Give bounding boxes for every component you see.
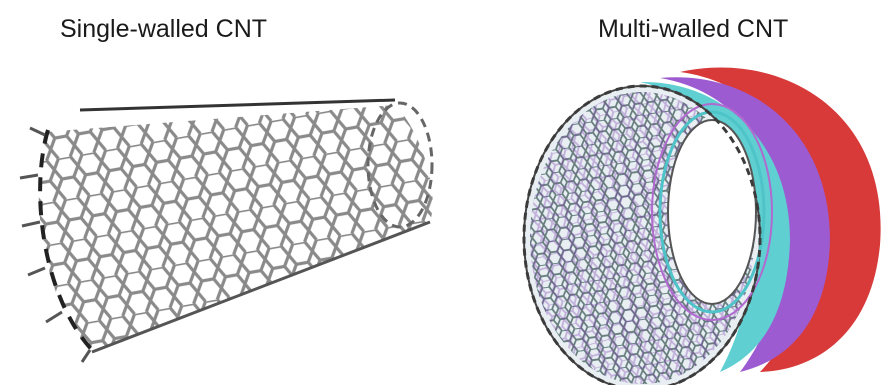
multi-walled-nanotube [520, 50, 890, 385]
single-walled-nanotube [0, 80, 450, 370]
